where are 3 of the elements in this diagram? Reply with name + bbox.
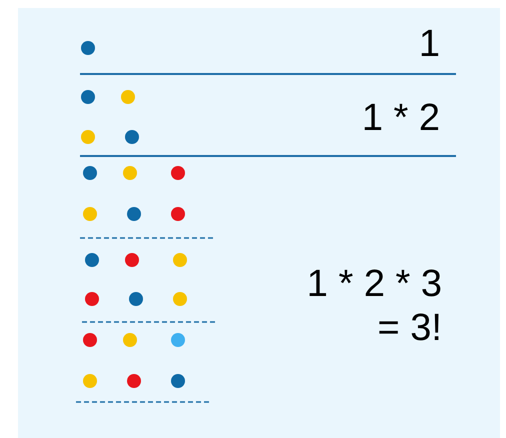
math-expression: 1 * 2 — [360, 96, 440, 140]
math-expression: 1 * 2 * 3 = 3! — [306, 262, 442, 350]
math-expression: 1 — [418, 22, 440, 66]
